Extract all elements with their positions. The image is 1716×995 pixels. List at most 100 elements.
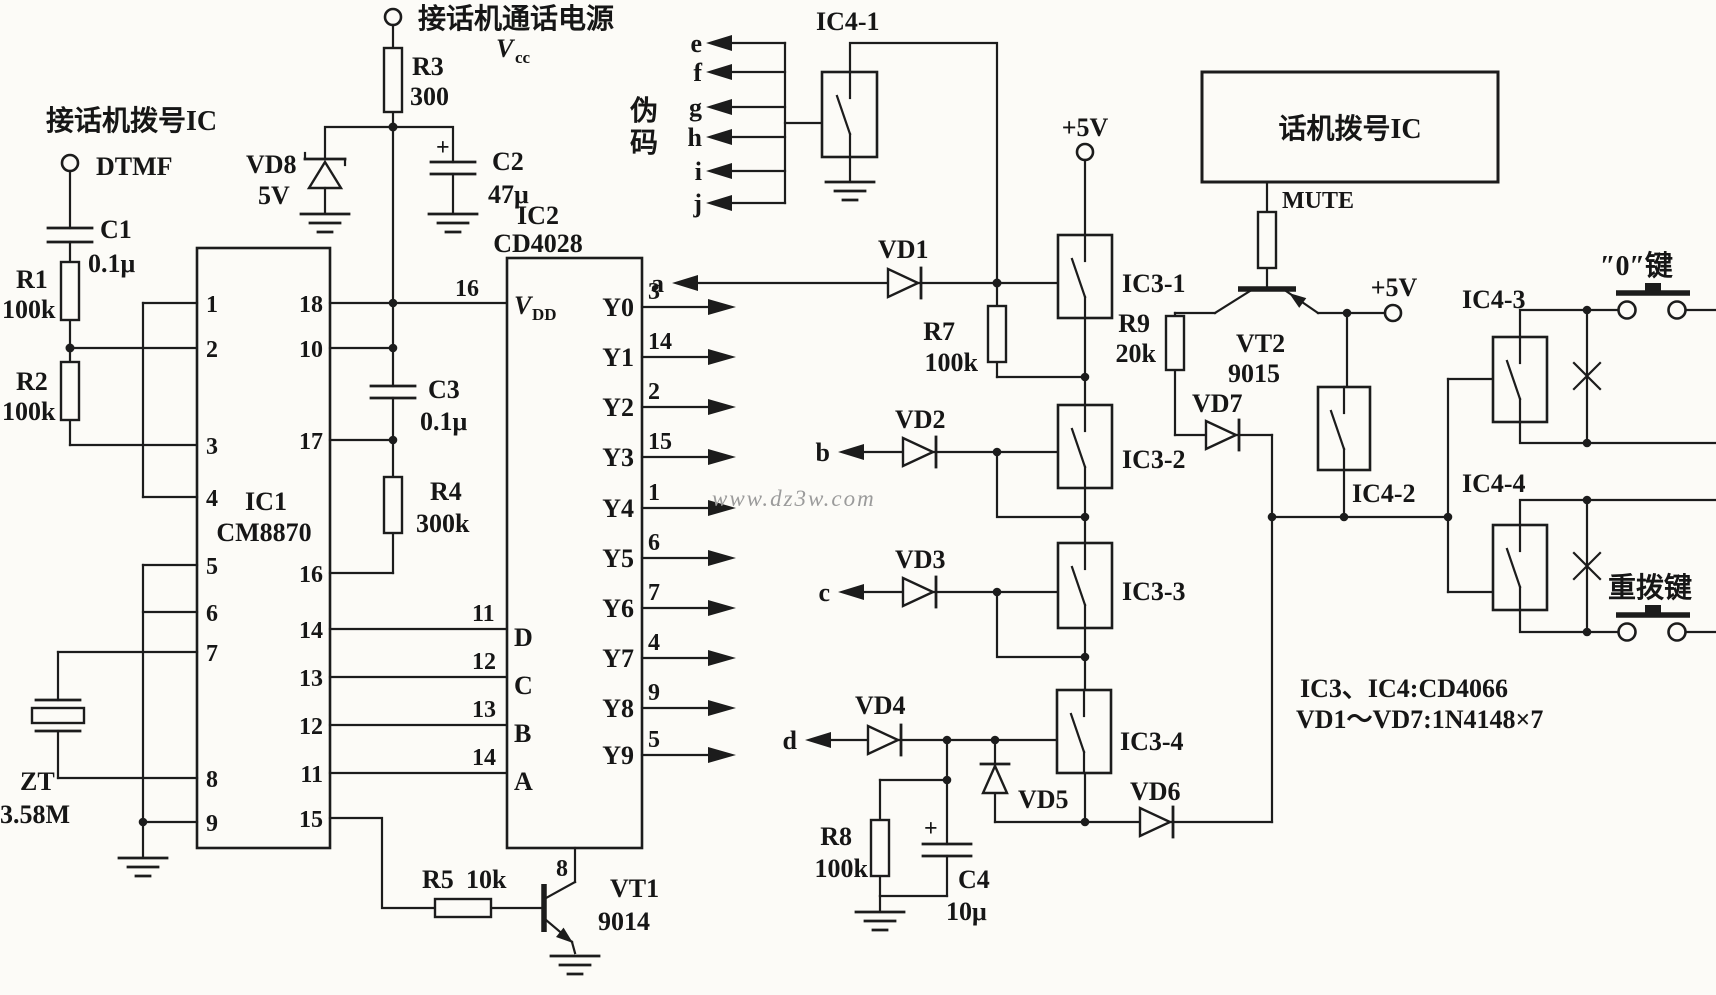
output-row-y2: Y2 2	[602, 379, 736, 422]
ic2-input-a: A	[514, 767, 533, 796]
ic2-gnd-pin: 8	[556, 856, 568, 882]
r8-value: 100k	[815, 854, 869, 883]
ic1-pin-16: 16	[299, 562, 323, 588]
plus5v-terminal-left	[1075, 142, 1095, 162]
mute-label: MUTE	[1282, 188, 1354, 214]
y1-label: Y1	[602, 343, 634, 372]
ic2-pin-b: 13	[472, 697, 496, 723]
switch-ic3-3: IC3-3	[1056, 541, 1186, 630]
r4-label: R4	[430, 477, 462, 506]
transistor-vt1: VT1 9014	[541, 874, 659, 976]
ic2-box	[505, 256, 644, 850]
r9-value: 20k	[1116, 339, 1157, 368]
dtmf-terminal	[60, 153, 80, 173]
ic4-4-label: IC4-4	[1462, 469, 1526, 498]
ic1-box	[195, 246, 332, 850]
output-row-y8: Y8 9	[602, 680, 736, 723]
y7-label: Y7	[602, 644, 634, 673]
phone-dial-ic-label: 话机拨号IC	[1278, 113, 1421, 145]
arrow-letter-h: h	[688, 123, 703, 152]
y3-pin: 15	[648, 429, 672, 455]
vd8-diode-icon	[306, 159, 344, 190]
y2-pin: 2	[648, 379, 660, 405]
y1-pin: 14	[648, 329, 672, 355]
dtmf-input-title: 接话机拨号IC	[46, 105, 217, 137]
ground-icon	[427, 212, 479, 234]
vd3-label: VD3	[895, 545, 946, 574]
vd4-label: VD4	[855, 691, 906, 720]
resistor-r9	[1164, 314, 1186, 372]
r3-value: 300	[410, 82, 449, 111]
notes: IC3、IC4:CD4066 VD1～VD7:1N4148×7	[1296, 674, 1543, 734]
pseudo-arrow-i: i	[695, 157, 787, 186]
steering-network: C3 0.1μ R4 300k	[328, 298, 509, 775]
key-simulation-section: IC4-3 ″0″键 IC4-4 重拨键	[1443, 250, 1716, 642]
capacitor-c2: + C2 47μ	[391, 125, 529, 234]
phone-dial-ic-box	[1200, 70, 1500, 184]
vt1-model: 9014	[598, 907, 650, 936]
ic2-input-c: C	[514, 671, 533, 700]
vd3-diode-icon	[901, 576, 936, 608]
note-line1: IC3、IC4:CD4066	[1300, 674, 1508, 703]
ic1-name: IC1	[245, 487, 287, 516]
pseudo-code-section: 伪 码 e f g h i j IC4-1	[630, 7, 999, 285]
capacitor-c1: C1 0.1μ	[46, 215, 136, 278]
r3-label: R3	[412, 52, 444, 81]
ic1-pin-12: 12	[299, 714, 323, 740]
y2-label: Y2	[602, 393, 634, 422]
y0-label: Y0	[602, 293, 634, 322]
pseudo-arrow-e: e	[690, 29, 787, 58]
row-letter-d: d	[783, 726, 798, 755]
r2-label: R2	[16, 367, 48, 396]
key-crosspoint-redial-icon	[1572, 551, 1602, 581]
power-supply-section: 接话机通话电源 V cc R3 300 VD8 5V + C2 47μ	[246, 3, 614, 388]
resistor-r4	[382, 475, 404, 535]
vd6-label: VD6	[1130, 777, 1181, 806]
row-letter-c: c	[818, 578, 830, 607]
arrow-letter-f: f	[693, 58, 702, 87]
dtmf-input-section: 接话机拨号IC DTMF C1 0.1μ R1 100k R2 100k	[2, 105, 217, 447]
ic2-pin-a: 14	[472, 745, 496, 771]
r5-label: R5	[422, 865, 454, 894]
ic1-pin-11: 11	[300, 762, 323, 788]
vcc-label: V	[496, 34, 516, 63]
ic3-1-label: IC3-1	[1122, 269, 1186, 298]
mute-section: 话机拨号IC MUTE VT2 9015 +5V R9 20k VD7 IC4-…	[1116, 70, 1500, 824]
ground-icon	[549, 954, 601, 976]
resistor-r2	[59, 360, 81, 422]
c4-value: 10μ	[946, 897, 987, 926]
note-line2: VD1～VD7:1N4148×7	[1296, 705, 1543, 734]
output-row-y5: Y5 6	[602, 530, 736, 573]
ic1-cm8870: ZT 3.58M 1 2 3 4 5 6 7 8 9 18 10 17 16 1…	[0, 246, 332, 878]
switch-ic3-2: IC3-2	[1056, 403, 1186, 490]
ic1-pin-17: 17	[299, 429, 323, 455]
y7-pin: 4	[648, 630, 660, 656]
c3-label: C3	[428, 375, 460, 404]
r9-label: R9	[1118, 309, 1150, 338]
output-row-y9: Y9 5	[602, 727, 736, 770]
vd8-label: VD8	[246, 150, 297, 179]
c4-plus-sign: +	[924, 816, 938, 842]
vd1-diode-icon	[886, 267, 921, 299]
ic2-pin-d: 11	[472, 601, 495, 627]
crystal-body-icon	[30, 706, 86, 725]
ic3-4-label: IC3-4	[1120, 727, 1184, 756]
ic3-3-label: IC3-3	[1122, 577, 1186, 606]
key-crosspoint-0-icon	[1572, 361, 1602, 391]
switch-ic4-4: IC4-4	[1462, 469, 1549, 612]
r7-value: 100k	[925, 348, 979, 377]
ic1-pin-7: 7	[206, 641, 218, 667]
plus5v-label-left: +5V	[1062, 113, 1109, 142]
arrow-letter-i: i	[695, 157, 702, 186]
c1-value: 0.1μ	[88, 249, 136, 278]
r5-value: 10k	[466, 865, 507, 894]
matrix-row-a: a VD1 R7 100k	[651, 235, 1090, 382]
arrow-letter-j: j	[692, 189, 702, 218]
pseudo-arrow-g: g	[689, 93, 787, 122]
y4-label: Y4	[602, 494, 634, 523]
ic1-pin-14: 14	[299, 618, 323, 644]
output-row-y1: Y1 14	[602, 329, 736, 372]
resistor-r5	[433, 897, 493, 919]
